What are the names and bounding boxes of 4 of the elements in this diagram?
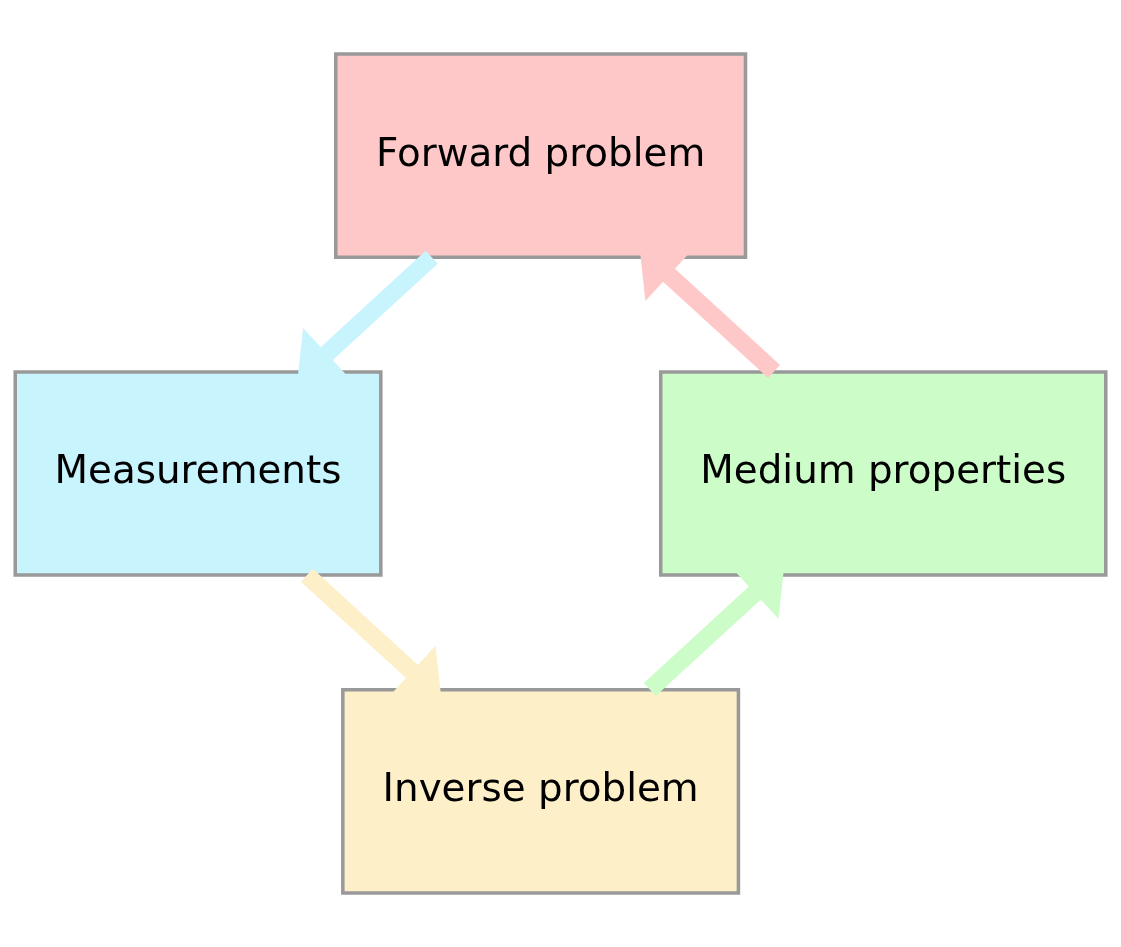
node-box: Inverse problem (341, 688, 741, 895)
node-box: Forward problem (334, 52, 748, 259)
node-box: Medium properties (658, 370, 1108, 577)
node-box: Measurements (13, 370, 383, 577)
